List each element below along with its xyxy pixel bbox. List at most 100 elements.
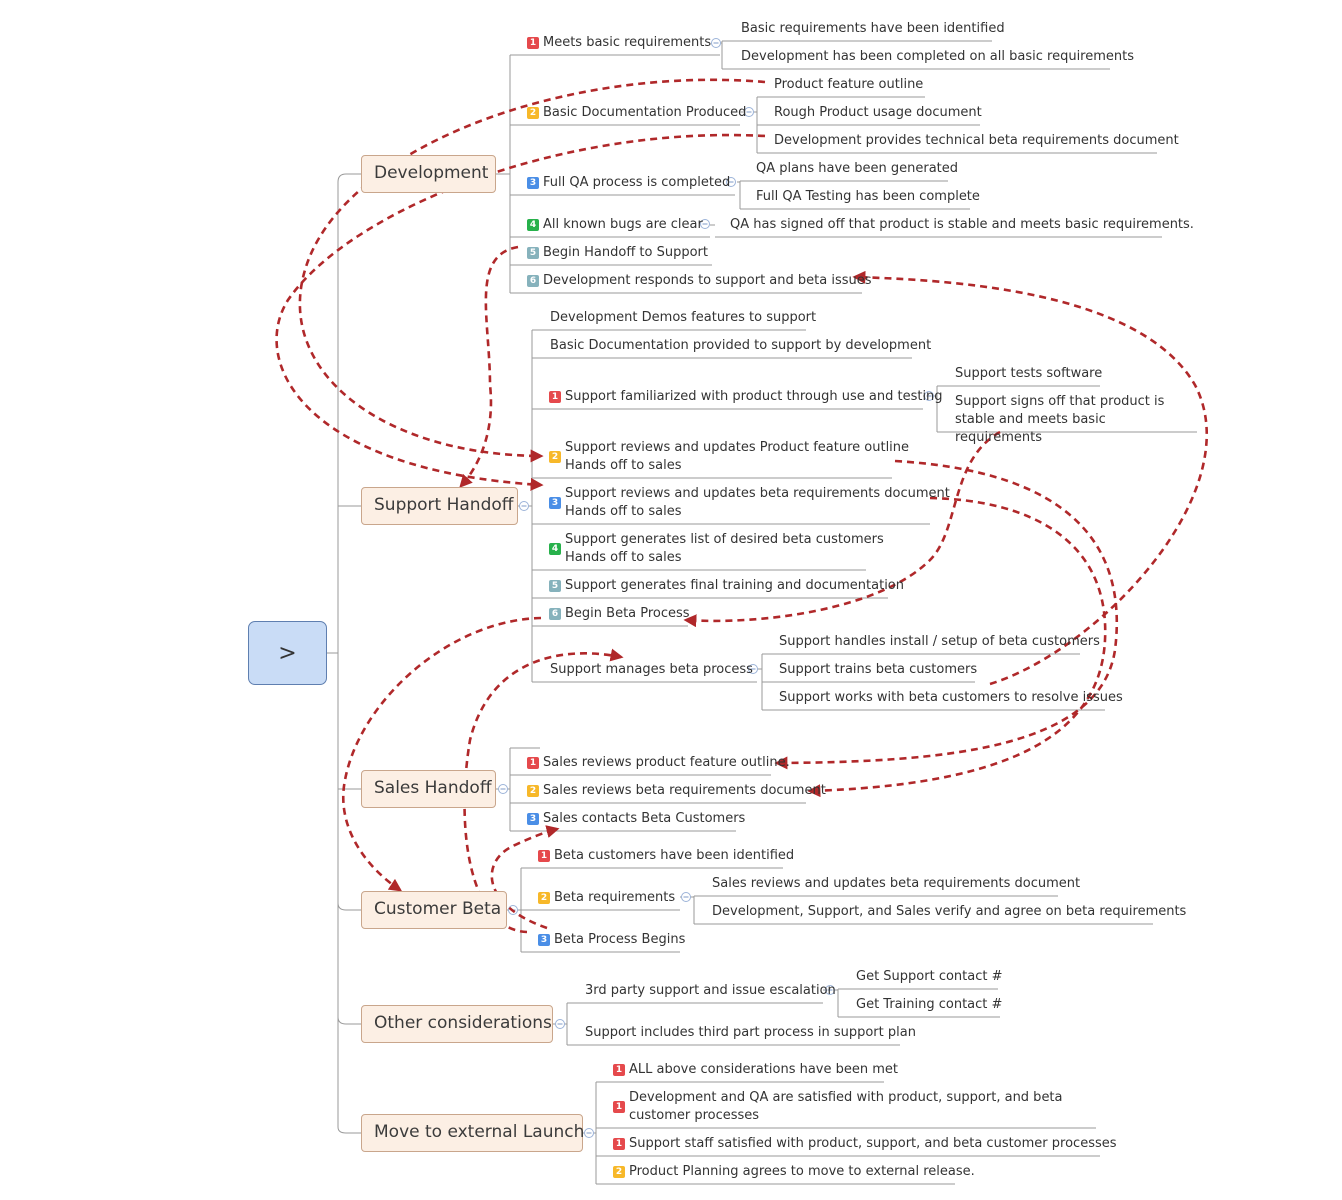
topic-label-line2: Hands off to sales bbox=[565, 550, 682, 565]
priority-3-icon: 3 bbox=[538, 934, 550, 946]
subtopic[interactable]: Support trains beta customers bbox=[779, 662, 978, 677]
topic-begin-beta-process[interactable]: 6 Begin Beta Process bbox=[549, 605, 690, 623]
priority-1-icon: 1 bbox=[613, 1101, 625, 1113]
branch-label: Other considerations bbox=[374, 1013, 552, 1033]
topic-label: Meets basic requirements bbox=[543, 35, 712, 50]
subtopic[interactable]: Development provides technical beta requ… bbox=[774, 133, 1179, 148]
collapse-toggle-icon bbox=[748, 664, 758, 674]
topic-meets-basic-requirements[interactable]: 1 Meets basic requirements bbox=[527, 34, 711, 52]
topic-label: Support generates list of desired beta c… bbox=[565, 532, 884, 547]
priority-2-icon: 2 bbox=[538, 892, 550, 904]
priority-3-icon: 3 bbox=[527, 813, 539, 825]
topic-basic-documentation-produced[interactable]: 2 Basic Documentation Produced bbox=[527, 104, 746, 122]
subtopic[interactable]: Support tests software bbox=[955, 366, 1103, 381]
topic-label: Beta requirements bbox=[554, 890, 676, 905]
topic-label: Begin Handoff to Support bbox=[543, 245, 709, 260]
topic-beta-process-begins[interactable]: 3 Beta Process Begins bbox=[538, 931, 685, 949]
subtopic[interactable]: Development, Support, and Sales verify a… bbox=[712, 904, 1187, 919]
subtopic[interactable]: Development has been completed on all ba… bbox=[741, 49, 1135, 64]
branch-label: Development bbox=[374, 163, 489, 183]
priority-1-icon: 1 bbox=[613, 1064, 625, 1076]
topic-label: All known bugs are clear bbox=[543, 217, 703, 232]
topic-label: Basic Documentation Produced bbox=[543, 105, 747, 120]
subtopic[interactable]: Support signs off that product is stable… bbox=[955, 394, 1165, 445]
collapse-toggles[interactable] bbox=[498, 38, 934, 1138]
topic-begin-handoff-to-support[interactable]: 5 Begin Handoff to Support bbox=[527, 244, 708, 262]
topic-label: Begin Beta Process bbox=[565, 606, 690, 621]
topic-beta-requirements[interactable]: 2 Beta requirements bbox=[538, 889, 675, 907]
relationship-link bbox=[774, 459, 1118, 770]
subtopic[interactable]: Support handles install / setup of beta … bbox=[779, 634, 1100, 649]
topic-support-generates-beta-customers[interactable]: 4 Support generates list of desired beta … bbox=[549, 531, 884, 567]
topic-development-demos[interactable]: Development Demos features to support bbox=[550, 310, 817, 325]
topic-sales-reviews-beta-requirements[interactable]: 2 Sales reviews beta requirements documen… bbox=[527, 782, 826, 800]
priority-4-icon: 4 bbox=[549, 543, 561, 555]
priority-1-icon: 1 bbox=[527, 37, 539, 49]
root-node[interactable]: > bbox=[248, 621, 327, 685]
subtopic[interactable]: Full QA Testing has been complete bbox=[756, 189, 980, 204]
collapse-toggle-icon bbox=[825, 985, 835, 995]
subtopic[interactable]: QA has signed off that product is stable… bbox=[730, 217, 1194, 232]
topic-support-generates-training[interactable]: 5 Support generates final training and do… bbox=[549, 577, 904, 595]
subtopic[interactable]: Rough Product usage document bbox=[774, 105, 982, 120]
priority-1-icon: 1 bbox=[527, 757, 539, 769]
branch-support-handoff[interactable]: Support Handoff bbox=[361, 487, 518, 525]
priority-2-icon: 2 bbox=[613, 1166, 625, 1178]
priority-6-icon: 6 bbox=[549, 608, 561, 620]
branch-development[interactable]: Development bbox=[361, 155, 496, 193]
topic-label: Full QA process is completed bbox=[543, 175, 731, 190]
priority-3-icon: 3 bbox=[527, 177, 539, 189]
subtopic[interactable]: Get Support contact # bbox=[856, 969, 1003, 984]
priority-5-icon: 5 bbox=[549, 580, 561, 592]
topic-basic-documentation-provided[interactable]: Basic Documentation provided to support … bbox=[550, 338, 932, 353]
priority-5-icon: 5 bbox=[527, 247, 539, 259]
branch-customer-beta[interactable]: Customer Beta bbox=[361, 891, 507, 929]
collapse-toggle-icon bbox=[681, 892, 691, 902]
subtopic[interactable]: Product feature outline bbox=[774, 77, 924, 92]
topic-label: Beta customers have been identified bbox=[554, 848, 795, 863]
topic-beta-customers-identified[interactable]: 1 Beta customers have been identified bbox=[538, 847, 794, 865]
branch-label: Customer Beta bbox=[374, 899, 502, 919]
collapse-toggle-icon bbox=[924, 391, 934, 401]
topic-support-staff-satisfied[interactable]: 1 Support staff satisfied with product, s… bbox=[613, 1135, 1117, 1153]
priority-1-icon: 1 bbox=[538, 850, 550, 862]
relationship-link bbox=[298, 78, 766, 463]
collapse-toggle-icon bbox=[711, 38, 721, 48]
relationship-link bbox=[683, 430, 1001, 628]
topic-label: Beta Process Begins bbox=[554, 932, 686, 947]
branch-move-to-external-launch[interactable]: Move to external Launch bbox=[361, 1114, 584, 1152]
relationship-link bbox=[852, 270, 1208, 686]
branch-sales-handoff[interactable]: Sales Handoff bbox=[361, 770, 496, 808]
branch-other-considerations[interactable]: Other considerations bbox=[361, 1005, 553, 1043]
collapse-toggle-icon bbox=[726, 177, 736, 187]
root-label: > bbox=[278, 640, 297, 666]
subtopic[interactable]: Sales reviews and updates beta requireme… bbox=[712, 876, 1081, 891]
priority-1-icon: 1 bbox=[613, 1138, 625, 1150]
subtopic[interactable]: Basic requirements have been identified bbox=[741, 21, 1005, 36]
topic-third-party-escalation[interactable]: 3rd party support and issue escalation bbox=[585, 983, 836, 998]
subtopic[interactable]: Support works with beta customers to res… bbox=[779, 690, 1123, 705]
collapse-toggle-icon bbox=[498, 784, 508, 794]
topic-support-third-part-process[interactable]: Support includes third part process in s… bbox=[585, 1025, 916, 1040]
collapse-toggle-icon bbox=[584, 1128, 594, 1138]
priority-2-icon: 2 bbox=[527, 785, 539, 797]
subtopic[interactable]: QA plans have been generated bbox=[756, 161, 959, 176]
subtopic[interactable]: Get Training contact # bbox=[856, 997, 1003, 1012]
priority-2-icon: 2 bbox=[527, 107, 539, 119]
relationship-link bbox=[807, 496, 1107, 798]
topic-full-qa-process[interactable]: 3 Full QA process is completed bbox=[527, 174, 730, 192]
topic-support-manages-beta[interactable]: Support manages beta process bbox=[550, 662, 753, 677]
topic-label: Sales reviews beta requirements document bbox=[543, 783, 826, 798]
topic-label: Support generates final training and doc… bbox=[565, 578, 905, 593]
topic-label: Support staff satisfied with product, su… bbox=[629, 1136, 1117, 1151]
